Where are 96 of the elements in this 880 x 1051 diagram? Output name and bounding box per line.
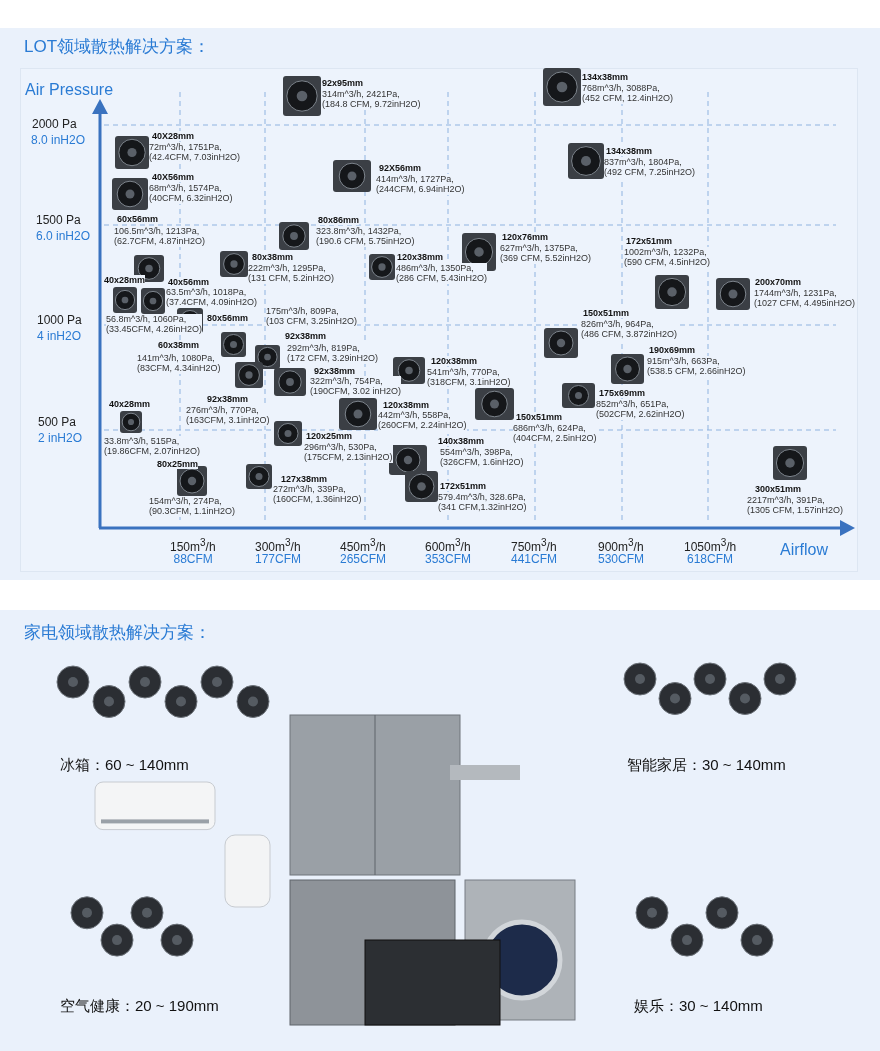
tick-label: 530CFM — [598, 553, 644, 567]
fan-spec-text: 141m^3/h, 1080Pa, (83CFM, 4.34inH2O) — [137, 353, 221, 374]
category-label: 冰箱：60 ~ 140mm — [60, 756, 189, 774]
tick-label: 4 inH2O — [37, 330, 82, 344]
fan-size-label: 172x51mm — [440, 481, 487, 492]
fan-size-label: 120x76mm — [502, 232, 549, 243]
fan-spec-text: 627m^3/h, 1375Pa, (369 CFM, 5.52inH2O) — [500, 243, 592, 264]
fan-spec-text: 314m^3/h, 2421Pa, (184.8 CFM, 9.72inH2O) — [322, 89, 421, 110]
fan-spec-text: 175m^3/h, 809Pa, (103 CFM, 3.25inH2O) — [266, 306, 358, 327]
fan-size-label: 134x38mm — [606, 146, 653, 157]
tick-label: 2 inH2O — [38, 432, 83, 446]
fan-size-label: 300x51mm — [755, 484, 802, 495]
fan-spec-text: 296m^3/h, 530Pa, (175CFM, 2.13inH2O) — [304, 442, 393, 463]
fan-size-label: 60x56mm — [117, 214, 159, 225]
fan-size-label: 120x38mm — [397, 252, 444, 263]
fan-size-label: 40X56mm — [152, 172, 195, 183]
category-label: 智能家居：30 ~ 140mm — [627, 756, 786, 774]
tick-label: 1050m$^{3}$/h — [684, 537, 737, 554]
fan-spec-text: 915m^3/h, 663Pa, (538.5 CFM, 2.66inH2O) — [647, 356, 746, 377]
fan-size-label: 92X56mm — [379, 163, 422, 174]
fan-spec-text: 292m^3/h, 819Pa, (172 CFM, 3.29inH2O) — [287, 343, 379, 364]
tick-label: 300m$^{3}$/h — [255, 537, 301, 554]
tick-label: 2000 Pa — [32, 118, 77, 132]
fan-spec-text: 276m^3/h, 770Pa, (163CFM, 3.1inH2O) — [186, 405, 270, 426]
fan-size-label: 134x38mm — [582, 72, 629, 83]
fan-size-label: 92x95mm — [322, 78, 364, 89]
fan-spec-text: 579.4m^3/h, 328.6Pa, (341 CFM,1.32inH2O) — [438, 492, 527, 513]
fan-size-label: 127x38mm — [281, 474, 328, 485]
fan-spec-text: 72m^3/h, 1751Pa, (42.4CFM, 7.03inH2O) — [149, 142, 241, 163]
fan-spec-text: 63.5m^3/h, 1018Pa, (37.4CFM, 4.09inH2O) — [166, 287, 258, 308]
fan-size-label: 120x38mm — [383, 400, 430, 411]
fan-size-label: 92x38mm — [314, 366, 356, 377]
tick-label: 750m$^{3}$/h — [511, 537, 557, 554]
fan-size-label: 92x38mm — [285, 331, 327, 342]
fan-spec-text: 837m^3/h, 1804Pa, (492 CFM, 7.25inH2O) — [604, 157, 696, 178]
section-heading: 家电领域散热解决方案： — [24, 623, 211, 643]
fan-spec-text: 486m^3/h, 1350Pa, (286 CFM, 5.43inH2O) — [396, 263, 488, 284]
tick-label: 88CFM — [173, 553, 213, 567]
fan-spec-text: 2217m^3/h, 391Pa, (1305 CFM, 1.57inH2O) — [747, 495, 844, 516]
tick-label: 150m$^{3}$/h — [170, 537, 216, 554]
fan-size-label: 80x56mm — [207, 313, 249, 324]
fan-spec-text: 541m^3/h, 770Pa, (318CFM, 3.1inH2O) — [427, 367, 511, 388]
fan-size-label: 40x28mm — [104, 275, 146, 286]
section-heading: LOT领域散热解决方案： — [24, 37, 211, 57]
fan-spec-text: 554m^3/h, 398Pa, (326CFM, 1.6inH2O) — [440, 447, 524, 468]
fan-size-label: 150x51mm — [583, 308, 630, 319]
fan-size-label: 190x69mm — [649, 345, 696, 356]
fan-spec-text: 686m^3/h, 624Pa, (404CFM, 2.5inH2O) — [513, 423, 597, 444]
fan-size-label: 60x38mm — [158, 340, 200, 351]
fan-spec-text: 56.8m^3/h, 1060Pa, (33.45CFM, 4.26inH2O) — [106, 314, 203, 335]
tick-label: 177CFM — [255, 553, 301, 567]
tick-label: 1000 Pa — [37, 314, 82, 328]
fan-spec-text: 322m^3/h, 754Pa, (190CFM, 3.02 inH2O) — [310, 376, 402, 397]
tick-label: 600m$^{3}$/h — [425, 537, 471, 554]
tick-label: 6.0 inH2O — [36, 230, 91, 244]
fan-spec-text: 68m^3/h, 1574Pa, (40CFM, 6.32inH2O) — [149, 183, 233, 204]
fan-spec-text: 154m^3/h, 274Pa, (90.3CFM, 1.1inH2O) — [149, 496, 236, 517]
fan-size-label: 80x86mm — [318, 215, 360, 226]
fan-size-label: 120x25mm — [306, 431, 353, 442]
fan-size-label: 172x51mm — [626, 236, 673, 247]
fan-spec-text: 1002m^3/h, 1232Pa, (590 CFM, 4.5inH2O) — [624, 247, 711, 268]
fan-size-label: 150x51mm — [516, 412, 563, 423]
fan-size-label: 175x69mm — [599, 388, 646, 399]
fan-spec-text: 272m^3/h, 339Pa, (160CFM, 1.36inH2O) — [273, 484, 362, 505]
fan-spec-text: 826m^3/h, 964Pa, (486 CFM, 3.872inH2O) — [581, 319, 678, 340]
tick-label: 353CFM — [425, 553, 471, 567]
fan-spec-text: 106.5m^3/h, 1213Pa, (62.7CFM, 4.87inH2O) — [114, 226, 206, 247]
tick-label: 265CFM — [340, 553, 386, 567]
tick-label: 1500 Pa — [36, 214, 81, 228]
fan-size-label: 40x56mm — [168, 277, 210, 288]
fan-size-label: 140x38mm — [438, 436, 485, 447]
fan-spec-text: 33.8m^3/h, 515Pa, (19.86CFM, 2.07inH2O) — [104, 436, 201, 457]
tick-label: 450m$^{3}$/h — [340, 537, 386, 554]
fan-spec-text: 323.8m^3/h, 1432Pa, (190.6 CFM, 5.75inH2O) — [316, 226, 415, 247]
category-label: 空气健康：20 ~ 190mm — [60, 997, 219, 1015]
axis-title: Airflow — [780, 541, 828, 560]
fan-spec-text: 414m^3/h, 1727Pa, (244CFM, 6.94inH2O) — [376, 174, 465, 195]
fan-spec-text: 852m^3/h, 651Pa, (502CFM, 2.62inH2O) — [596, 399, 685, 420]
tick-label: 900m$^{3}$/h — [598, 537, 644, 554]
fan-spec-text: 1744m^3/h, 1231Pa, (1027 CFM, 4.495inH2O) — [754, 288, 856, 309]
tick-label: 618CFM — [687, 553, 733, 567]
tick-label: 500 Pa — [38, 416, 77, 430]
fan-spec-text: 442m^3/h, 558Pa, (260CFM, 2.24inH2O) — [378, 410, 467, 431]
fan-size-label: 200x70mm — [755, 277, 802, 288]
fan-spec-text: 222m^3/h, 1295Pa, (131 CFM, 5.2inH2O) — [248, 263, 335, 284]
fan-size-label: 92x38mm — [207, 394, 249, 405]
fan-size-label: 120x38mm — [431, 356, 478, 367]
fan-size-label: 40X28mm — [152, 131, 195, 142]
axis-title: Air Pressure — [25, 81, 114, 100]
tick-label: 441CFM — [511, 553, 557, 567]
tick-label: 8.0 inH2O — [31, 134, 86, 148]
fan-spec-text: 768m^3/h, 3088Pa, (452 CFM, 12.4inH2O) — [582, 83, 674, 104]
category-label: 娱乐：30 ~ 140mm — [634, 997, 763, 1015]
fan-size-label: 80x25mm — [157, 459, 199, 470]
fan-size-label: 80x38mm — [252, 252, 294, 263]
fan-size-label: 40x28mm — [109, 399, 151, 410]
